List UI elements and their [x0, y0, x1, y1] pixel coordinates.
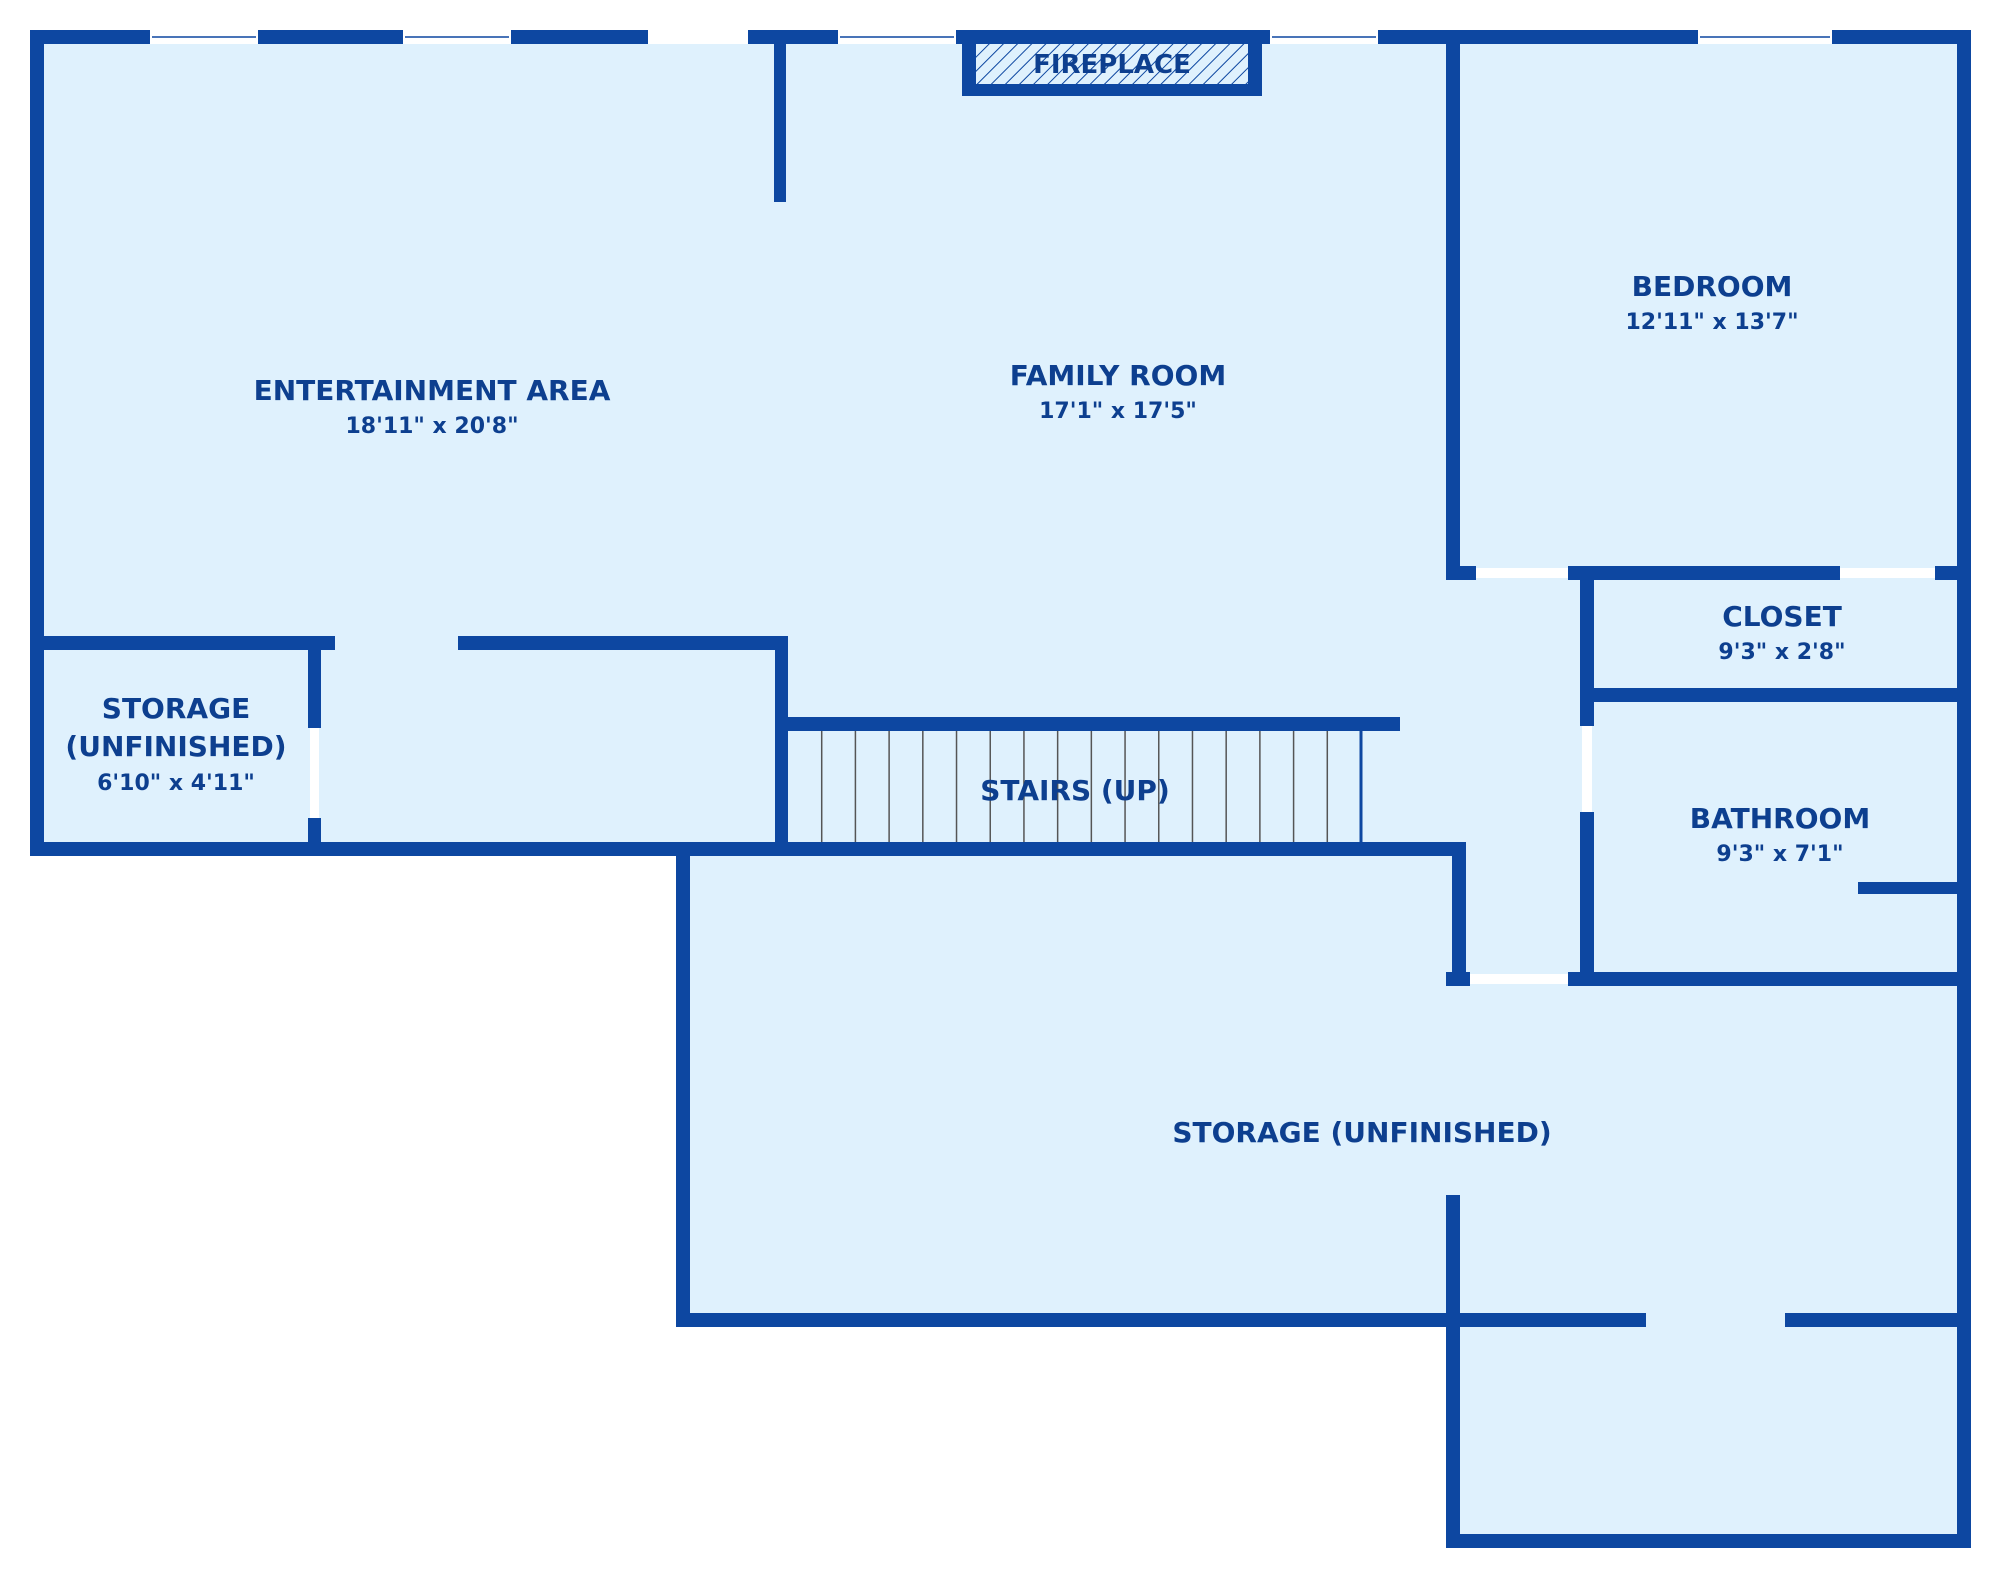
door-opening-bedroom: [1476, 568, 1568, 578]
storage-small-dim: 6'10" x 4'11": [97, 771, 255, 796]
wall-hall-bottom-b: [1568, 972, 1594, 986]
door-opening-storage-small: [310, 728, 319, 818]
wall-storage-bottom: [676, 1313, 1646, 1327]
entertainment-dim: 18'11" x 20'8": [345, 414, 518, 439]
wall-annex-bottom: [1446, 1534, 1971, 1548]
family-room-dim: 17'1" x 17'5": [1039, 399, 1197, 424]
wall-ent-lower-right: [458, 636, 788, 650]
wall-bedroom-left: [1446, 30, 1460, 578]
closet-dim: 9'3" x 2'8": [1718, 640, 1845, 665]
door-opening-closet: [1840, 568, 1935, 578]
stair-treads: [820, 731, 1329, 842]
wall-ent-lower-left: [30, 636, 335, 650]
wall-stairs-bottom: [775, 842, 1465, 856]
wall-closet-left: [1580, 566, 1594, 726]
wall-hall-left: [1452, 842, 1466, 986]
wall-bathroom-left: [1580, 812, 1594, 984]
window-5: [1698, 30, 1832, 44]
bedroom-name: BEDROOM: [1632, 270, 1793, 303]
wall-small-storage-right-lower: [308, 818, 321, 856]
fireplace: FIREPLACE: [962, 30, 1262, 96]
wall-storage-interior: [1446, 1195, 1460, 1325]
stairs: STAIRS (UP): [788, 731, 1363, 842]
wall-stairs-top: [775, 717, 1400, 731]
wall-closet-bottom: [1580, 688, 1971, 702]
wall-right: [1957, 30, 1971, 1548]
closet-name: CLOSET: [1722, 600, 1842, 633]
wall-stub-top: [774, 44, 786, 202]
wall-small-storage-right: [308, 648, 321, 728]
opening-top: [648, 30, 748, 44]
wall-bedroom-bottom-b: [1568, 566, 1840, 580]
entertainment-name: ENTERTAINMENT AREA: [254, 374, 611, 407]
wall-storage-bottom-right: [1785, 1313, 1971, 1327]
wall-bathroom-bottom: [1580, 972, 1971, 986]
bedroom-dim: 12'11" x 13'7": [1625, 310, 1798, 335]
wall-bottom-left: [30, 842, 780, 856]
wall-bedroom-bottom-a: [1446, 566, 1476, 580]
window-2: [403, 30, 511, 44]
storage-large-name: STORAGE (UNFINISHED): [1172, 1116, 1551, 1149]
window-4: [1270, 30, 1378, 44]
bathroom-name: BATHROOM: [1690, 802, 1870, 835]
bathroom-dim: 9'3" x 7'1": [1716, 842, 1843, 867]
window-1: [150, 30, 258, 44]
door-opening-bathroom: [1582, 726, 1592, 812]
wall-bedroom-bottom-c: [1935, 566, 1971, 580]
window-3: [838, 30, 956, 44]
storage-small-name-line1: STORAGE: [102, 692, 250, 725]
walls: [30, 30, 1971, 1548]
door-opening-hall: [1470, 974, 1568, 984]
wall-bathroom-stub: [1858, 882, 1971, 894]
wall-left: [30, 30, 44, 856]
wall-ent-lower-vert: [775, 636, 788, 856]
wall-storage-left: [676, 842, 690, 1327]
fireplace-label: FIREPLACE: [1033, 50, 1191, 80]
room-labels: ENTERTAINMENT AREA 18'11" x 20'8" FAMILY…: [65, 270, 1870, 1149]
family-room-name: FAMILY ROOM: [1010, 359, 1226, 392]
storage-small-name-line2: (UNFINISHED): [65, 730, 286, 763]
stairs-label: STAIRS (UP): [980, 774, 1170, 807]
windows: [150, 30, 1935, 984]
